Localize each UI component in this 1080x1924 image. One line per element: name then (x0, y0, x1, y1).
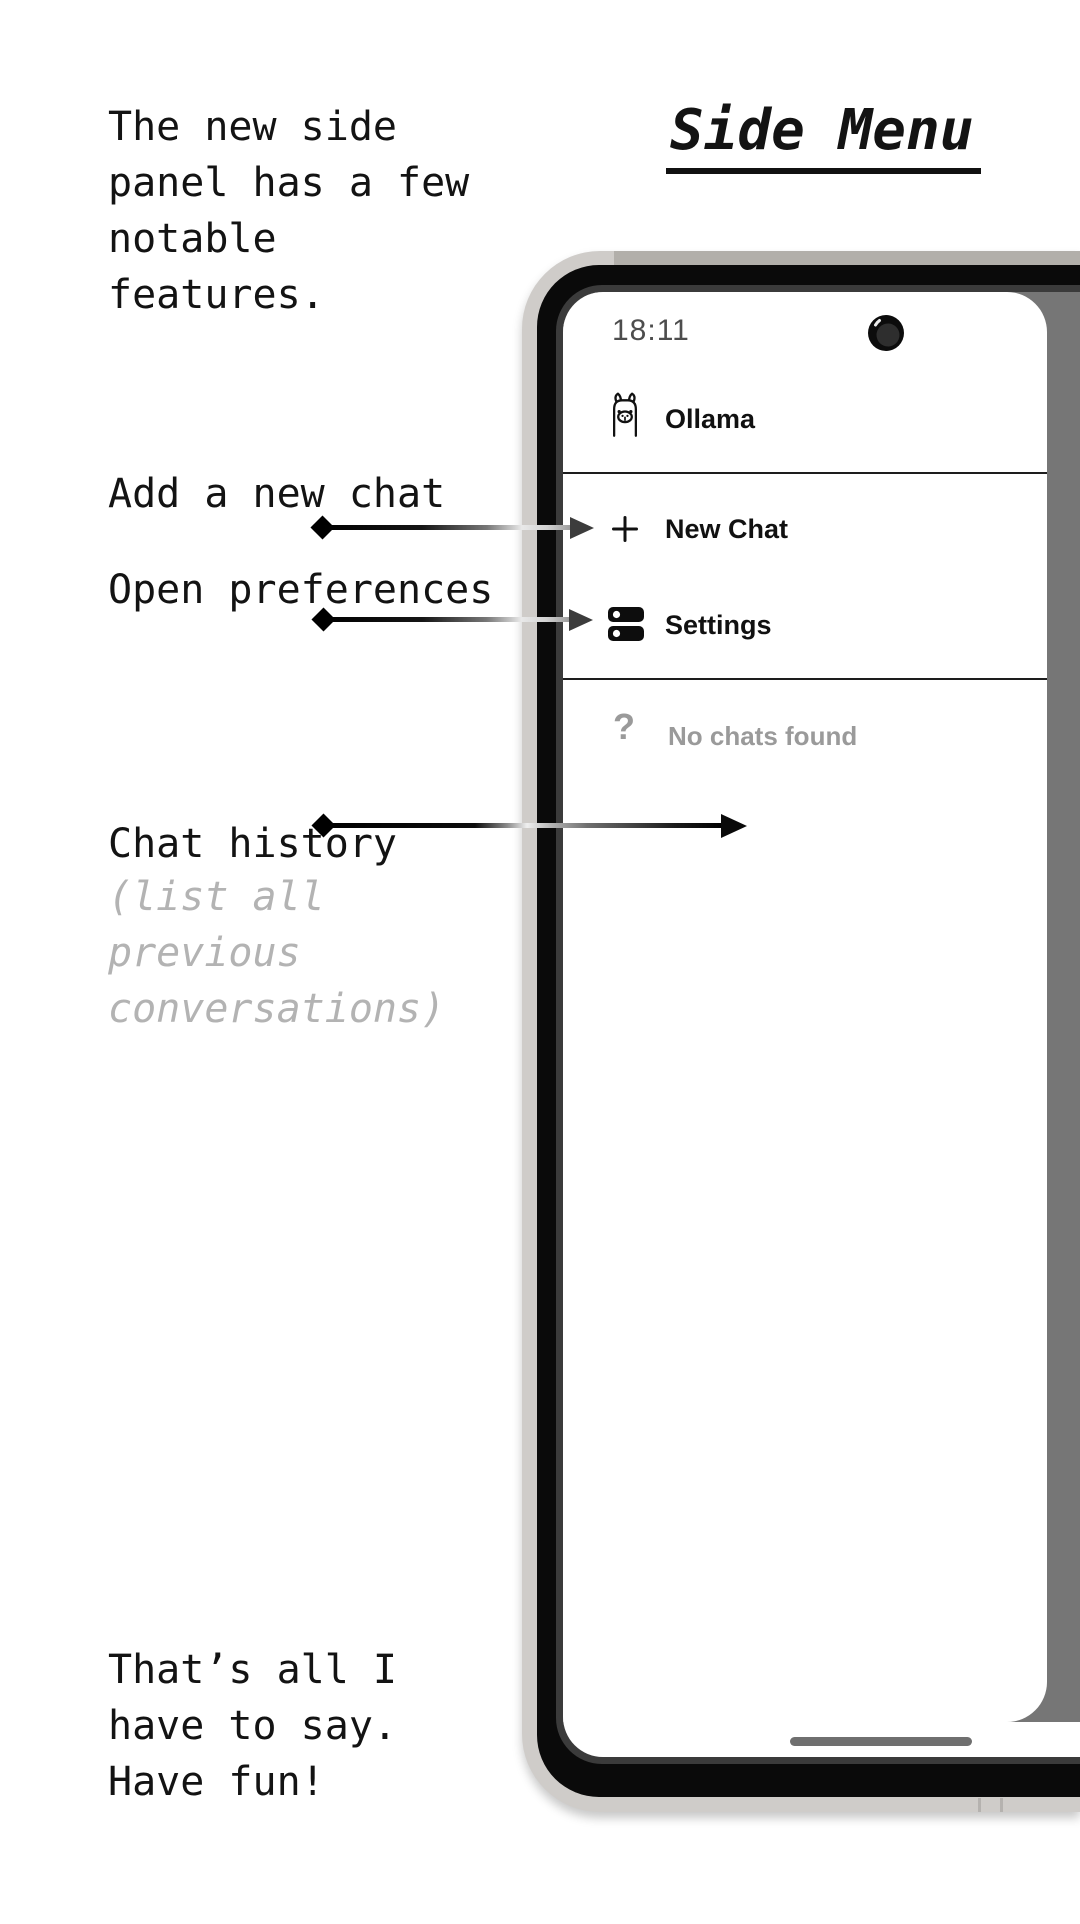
status-bar-time: 18:11 (612, 314, 690, 347)
dataset-icon (608, 607, 644, 646)
annotation-add-chat: Add a new chat (108, 471, 446, 517)
nav-handle[interactable] (790, 1737, 972, 1746)
side-menu-drawer: 18:11 (563, 292, 1047, 1722)
question-mark-icon: ? (613, 706, 635, 747)
arrowhead (721, 814, 747, 838)
divider (563, 472, 1047, 474)
arrow-line-chat-history (323, 823, 723, 828)
menu-item-label: Settings (665, 610, 772, 640)
arrowhead (570, 517, 594, 539)
arrow-line-new-chat (322, 525, 572, 530)
arrowhead (569, 609, 593, 631)
phone-top-band (614, 251, 1080, 265)
antenna-seam (978, 1798, 981, 1812)
page-title: Side Menu (666, 100, 982, 174)
plus-icon (612, 516, 638, 547)
screen-edge: 18:11 (556, 285, 1080, 1764)
divider (563, 678, 1047, 680)
arrow-line-settings (323, 617, 571, 622)
outro-text: That’s all I have to say. Have fun! (108, 1647, 397, 1805)
app-name: Ollama (665, 404, 756, 434)
antenna-seam (1000, 1798, 1003, 1812)
annotation-chat-history: Chat history (108, 821, 397, 867)
menu-item-settings[interactable]: Settings (563, 590, 1047, 656)
menu-item-label: New Chat (665, 514, 789, 544)
menu-item-new-chat[interactable]: New Chat (563, 496, 1047, 562)
intro-text: The new side panel has a few notable fea… (108, 104, 470, 318)
camera-punch-hole (867, 314, 905, 352)
app-header-row: Ollama (563, 384, 1047, 450)
empty-chat-list-row: ? No chats found (563, 700, 1047, 760)
phone-screen: 18:11 (563, 292, 1080, 1757)
annotation-chat-history-note: (list all previous conversations) (108, 874, 446, 1032)
annotation-preferences: Open preferences (108, 567, 494, 613)
llama-icon (608, 390, 642, 443)
empty-state-label: No chats found (668, 721, 858, 751)
phone-mockup: 18:11 (522, 251, 1080, 1812)
